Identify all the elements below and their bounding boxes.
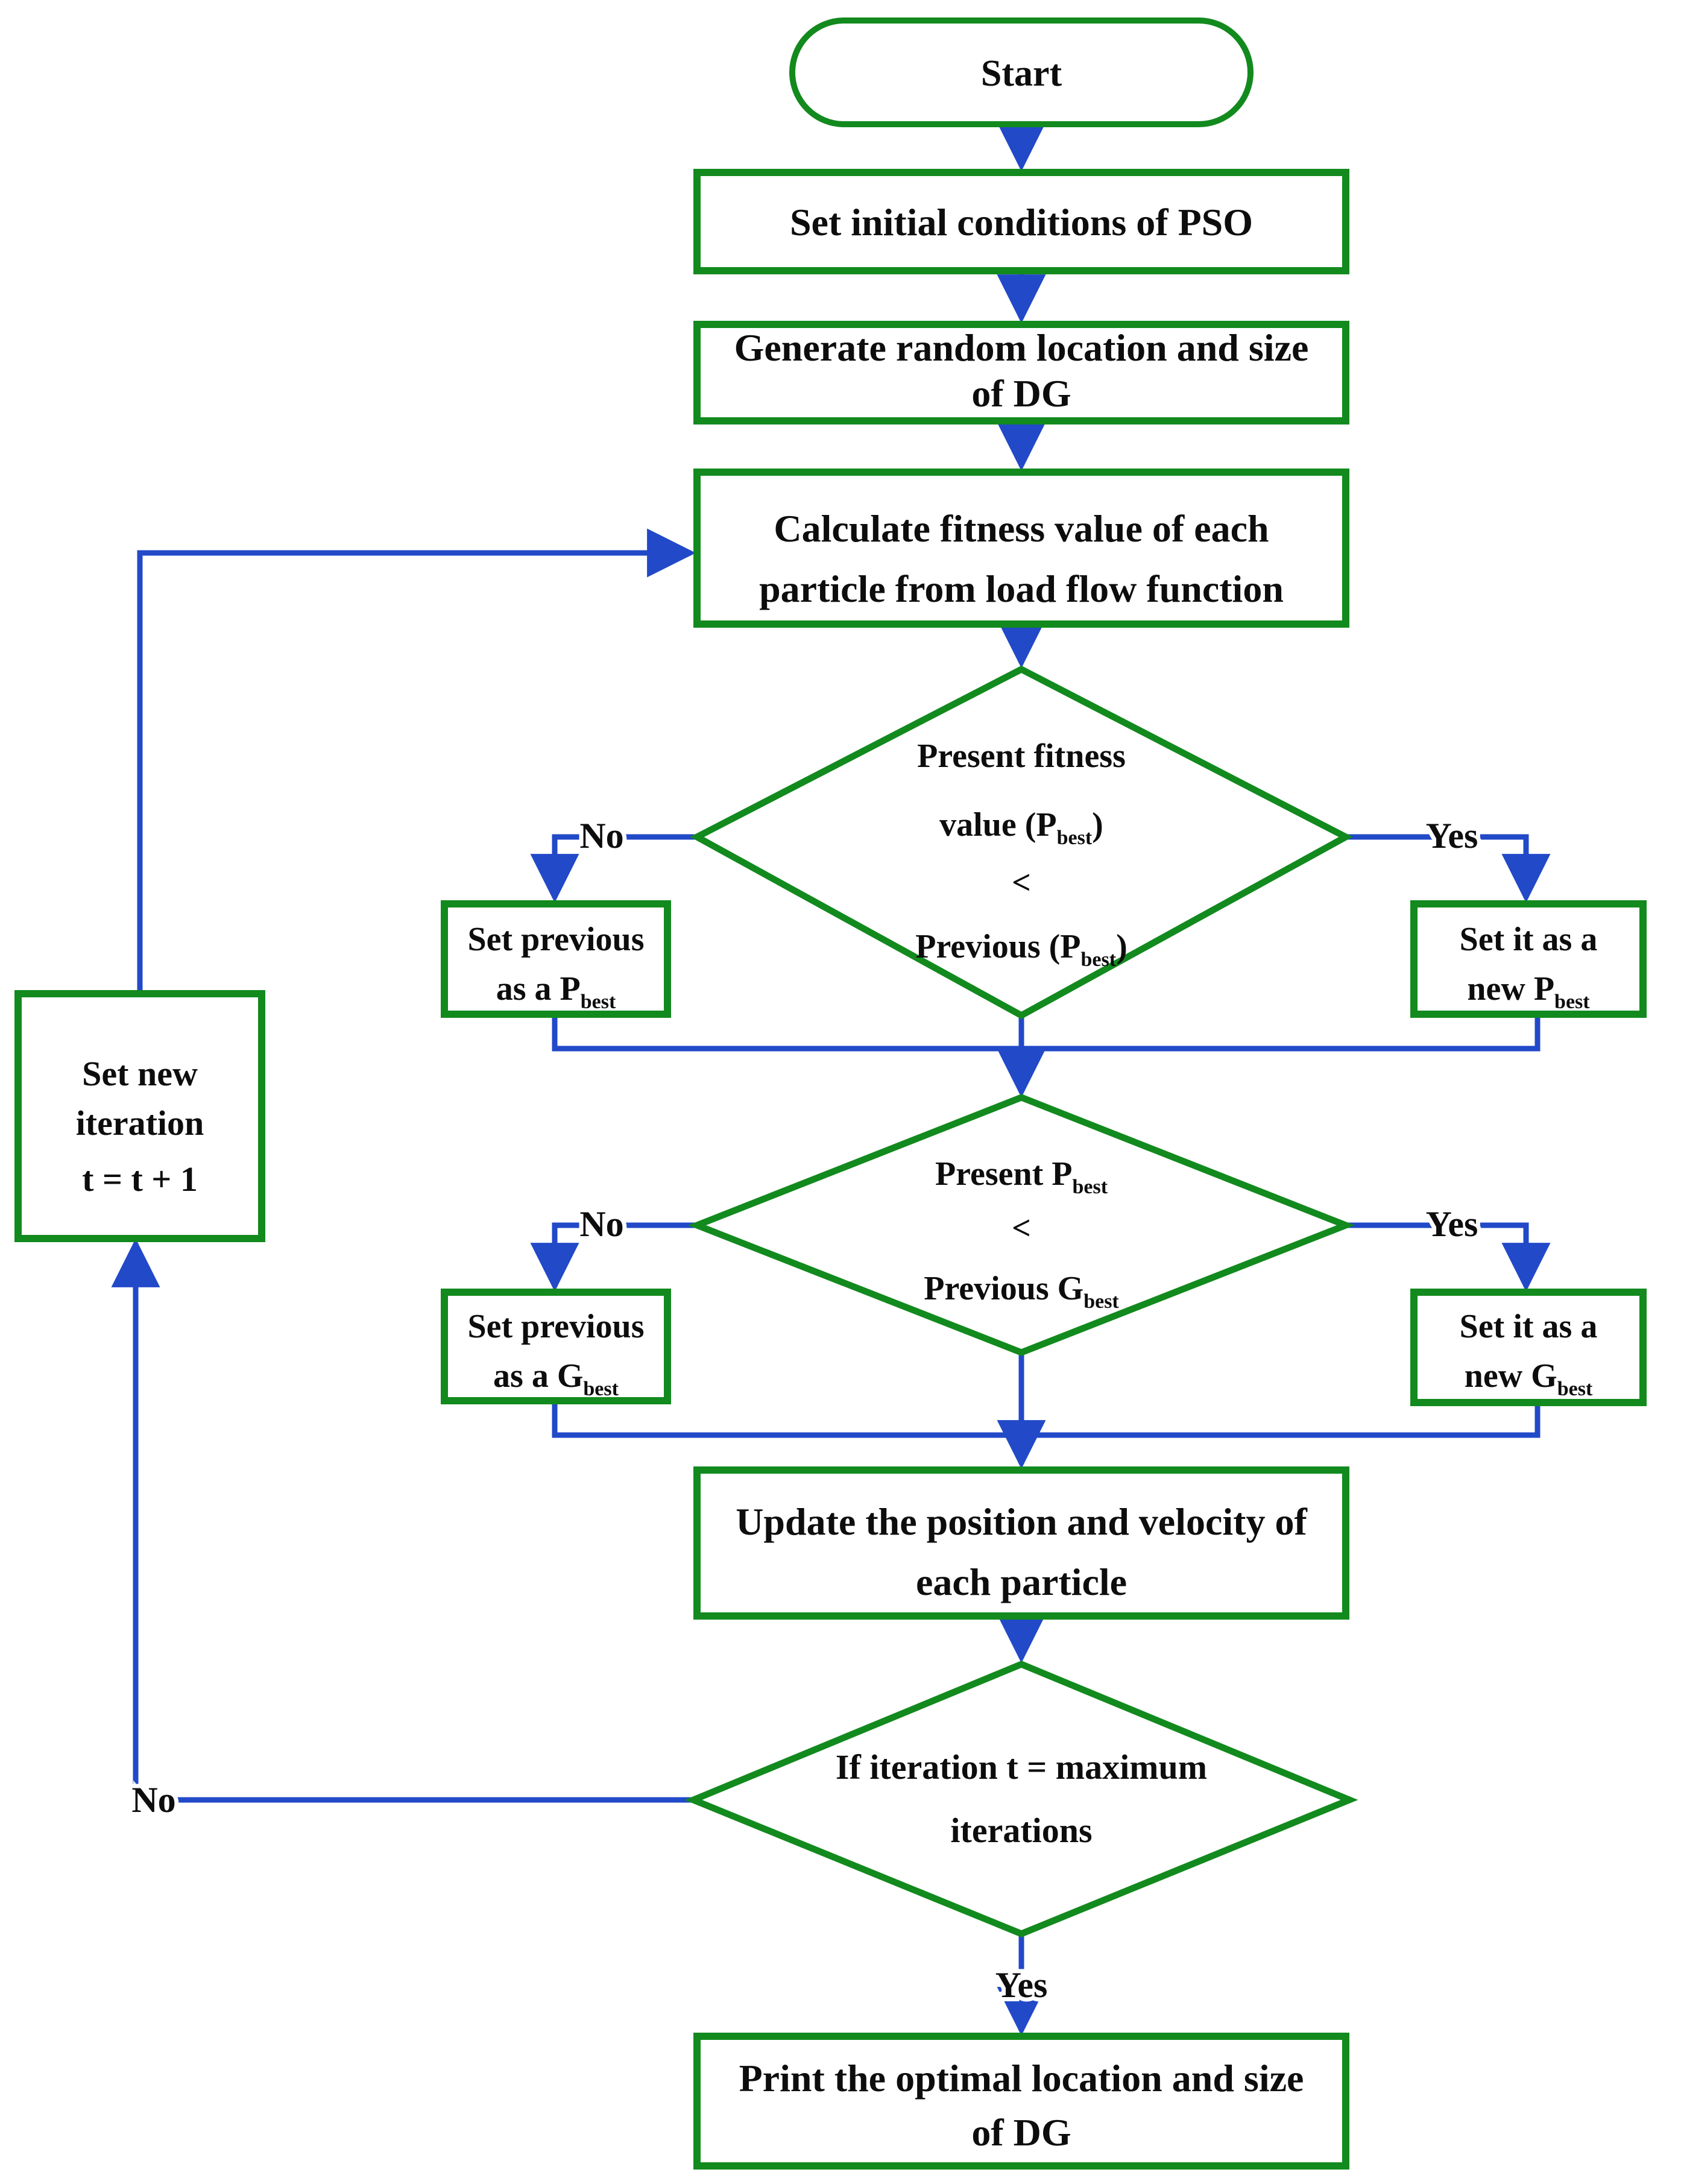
decision-iter-node: [684, 1661, 1358, 1937]
set-new-gbest-label: Set it as a new Gbest: [1460, 1308, 1598, 1400]
set-prev-gbest-line1: Set previous: [468, 1308, 645, 1345]
edge-label-yes-pbest: Yes: [1426, 816, 1478, 856]
set-prev-pbest-label: Set previous as a Pbest: [468, 921, 645, 1013]
set-prev-pbest-node: [441, 900, 671, 1018]
decision-iter-label: If iteration t = maximum iterations: [836, 1747, 1207, 1850]
connectors: [111, 122, 1551, 2036]
generate-label-line2: of DG: [971, 372, 1071, 415]
update-node: [693, 1466, 1349, 1620]
decision-iter-line1: If iteration t = maximum: [836, 1747, 1207, 1787]
print-node: [693, 2033, 1349, 2170]
merge-line-pbest: [552, 1014, 1541, 1052]
arrow-yes-pbest: [1346, 834, 1551, 903]
arrow-no-pbest: [530, 834, 697, 903]
update-label-line2: each particle: [916, 1561, 1127, 1603]
edge-label-no-iter: No: [131, 1780, 175, 1820]
update-label-line1: Update the position and velocity of: [736, 1500, 1307, 1543]
init-label: Set initial conditions of PSO: [790, 201, 1253, 244]
generate-label-line1: Generate random location and size: [734, 326, 1309, 369]
edge-label-yes-iter: Yes: [995, 1965, 1048, 2005]
edge-label-yes-gbest: Yes: [1426, 1204, 1478, 1244]
arrow-yes-gbest: [1346, 1222, 1551, 1292]
set-new-pbest-node: [1410, 900, 1647, 1018]
set-new-pbest-label: Set it as a new Pbest: [1460, 921, 1598, 1013]
set-prev-gbest-node: [441, 1289, 671, 1404]
merge-line-gbest: [552, 1401, 1541, 1438]
set-new-pbest-line2: new Pbest: [1467, 970, 1590, 1013]
decision-pbest-line4: Previous (Pbest): [915, 928, 1127, 971]
new-iteration-label: Set new iteration t = t + 1: [76, 1054, 204, 1199]
decision-gbest-line3: Previous Gbest: [924, 1270, 1119, 1313]
set-new-gbest-node: [1410, 1289, 1647, 1406]
new-iteration-line2: iteration: [76, 1103, 204, 1143]
start-label: Start: [981, 53, 1062, 94]
print-label-line1: Print the optimal location and size: [739, 2057, 1304, 2100]
set-prev-pbest-line2: as a Pbest: [496, 970, 616, 1013]
decision-gbest-label: Present Pbest < Previous Gbest: [924, 1155, 1119, 1313]
new-iteration-line3: t = t + 1: [82, 1160, 198, 1199]
init-node: [693, 169, 1349, 274]
set-new-gbest-line2: new Gbest: [1465, 1357, 1593, 1400]
decision-gbest-line1: Present Pbest: [935, 1155, 1108, 1198]
set-prev-gbest-label: Set previous as a Gbest: [468, 1308, 645, 1400]
calculate-label-line2: particle from load flow function: [759, 567, 1284, 610]
set-prev-gbest-line2: as a Gbest: [493, 1357, 619, 1400]
calculate-node: [693, 469, 1349, 628]
new-iteration-line1: Set new: [82, 1054, 198, 1093]
decision-pbest-line2: value (Pbest): [939, 806, 1103, 849]
generate-node: [693, 321, 1349, 424]
edge-label-no-gbest: No: [579, 1204, 623, 1244]
decision-pbest-label: Present fitness value (Pbest) < Previous…: [915, 737, 1127, 971]
decision-pbest-node: [690, 665, 1353, 1020]
set-new-pbest-line1: Set it as a: [1460, 921, 1598, 958]
set-new-gbest-line1: Set it as a: [1460, 1308, 1598, 1345]
print-label-line2: of DG: [971, 2111, 1071, 2154]
calculate-label-line1: Calculate fitness value of each: [774, 507, 1269, 550]
arrow-no-gbest: [530, 1222, 697, 1292]
decision-gbest-line2: <: [1012, 1210, 1031, 1247]
decision-gbest-node: [687, 1094, 1355, 1356]
set-prev-pbest-line1: Set previous: [468, 921, 645, 958]
decision-pbest-line3: <: [1012, 864, 1031, 901]
edge-label-no-pbest: No: [579, 816, 623, 856]
new-iteration-node: [14, 990, 265, 1242]
decision-iter-line2: iterations: [950, 1811, 1092, 1850]
start-node: [789, 17, 1254, 127]
decision-pbest-line1: Present fitness: [917, 737, 1126, 775]
arrow-no-iter-loop: [111, 1238, 693, 1803]
arrow-iteration-to-calculate: [137, 528, 696, 994]
